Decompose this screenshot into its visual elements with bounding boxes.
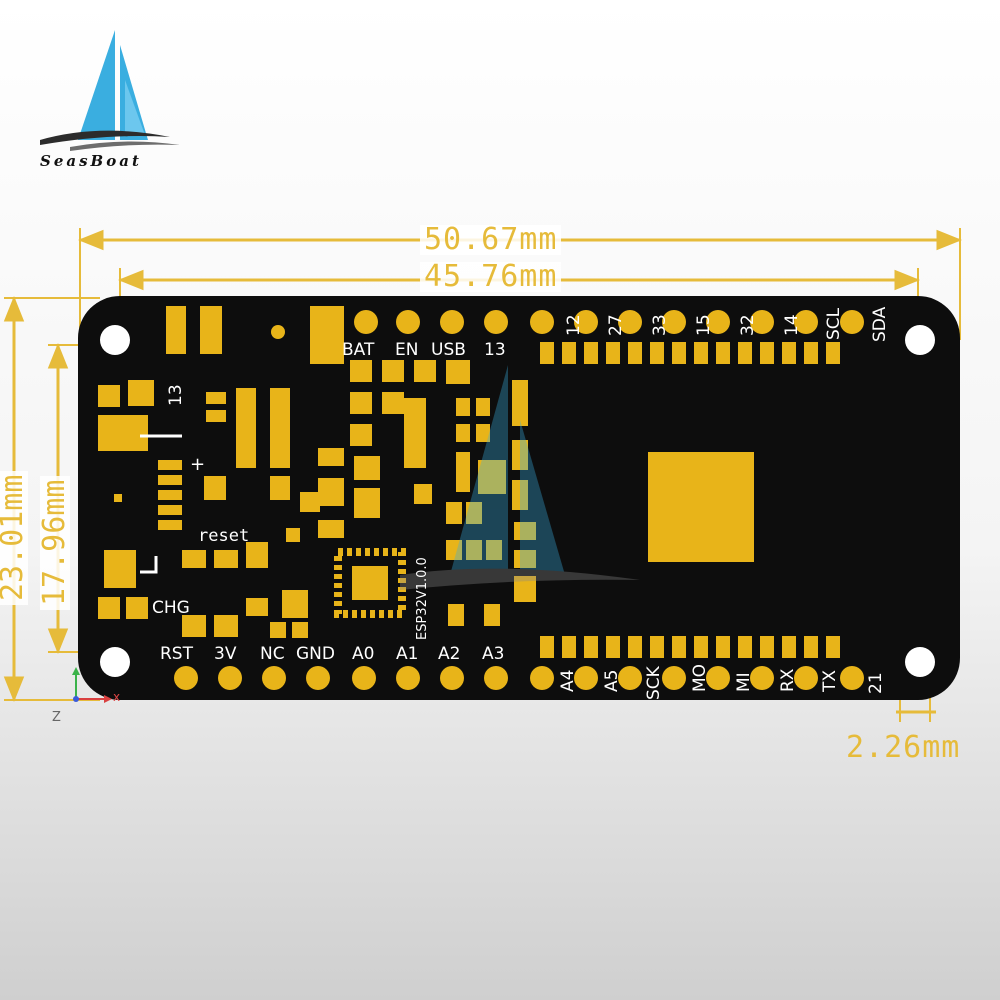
pin-label-gnd: GND — [296, 644, 335, 664]
pin-label-14: 14 — [782, 314, 802, 336]
label-bat: BAT — [342, 340, 375, 360]
silk-chg: CHG — [152, 598, 190, 618]
pin-label-12: 12 — [564, 314, 584, 336]
dimension-height-inner: 17.96mm — [37, 475, 72, 610]
pin-label-a3: A3 — [482, 644, 505, 664]
pin-label-mo: MO — [690, 663, 710, 692]
axis-z-label: Z — [52, 710, 61, 725]
pin-label-a2: A2 — [438, 644, 461, 664]
dimension-hole-spacing: 2.26mm — [846, 730, 961, 765]
board-version: ESP32V1.0.0 — [415, 557, 430, 640]
logo-text: SeasBoat — [40, 152, 142, 170]
label-en: EN — [395, 340, 419, 360]
pin-label-tx: TX — [820, 669, 840, 692]
pin-label-a5: A5 — [602, 669, 622, 692]
pin-label-21: 21 — [866, 672, 886, 694]
pin-label-a1: A1 — [396, 644, 419, 664]
dimension-width-inner: 45.76mm — [420, 262, 562, 292]
pin-label-rst: RST — [160, 644, 193, 664]
label-13: 13 — [484, 340, 506, 360]
pin-label-a4: A4 — [558, 669, 578, 692]
pin-label-27: 27 — [606, 314, 626, 336]
dimension-height-outer: 23.01mm — [0, 470, 30, 605]
pin-label-rx: RX — [778, 668, 798, 692]
label-usb: USB — [431, 340, 466, 360]
pin-label-sck: SCK — [644, 666, 664, 700]
pin-label-mi: MI — [734, 672, 754, 692]
dimension-width-outer: 50.67mm — [420, 225, 562, 255]
pin-label-32: 32 — [738, 314, 758, 336]
pin-label-scl: SCL — [824, 307, 844, 340]
silk-plus: + — [190, 454, 206, 475]
silk-reset: reset — [198, 526, 250, 546]
axis-x-label: x — [113, 690, 121, 704]
pin-label-33: 33 — [650, 314, 670, 336]
pin-label-3v: 3V — [214, 644, 237, 664]
pin-label-sda: SDA — [870, 306, 890, 342]
pin-label-15: 15 — [694, 314, 714, 336]
seasboat-logo-icon — [40, 30, 180, 151]
axis-indicator-icon — [72, 667, 112, 703]
pin-label-nc: NC — [260, 644, 285, 664]
silk-label-13: 13 — [166, 384, 186, 406]
pin-label-a0: A0 — [352, 644, 375, 664]
